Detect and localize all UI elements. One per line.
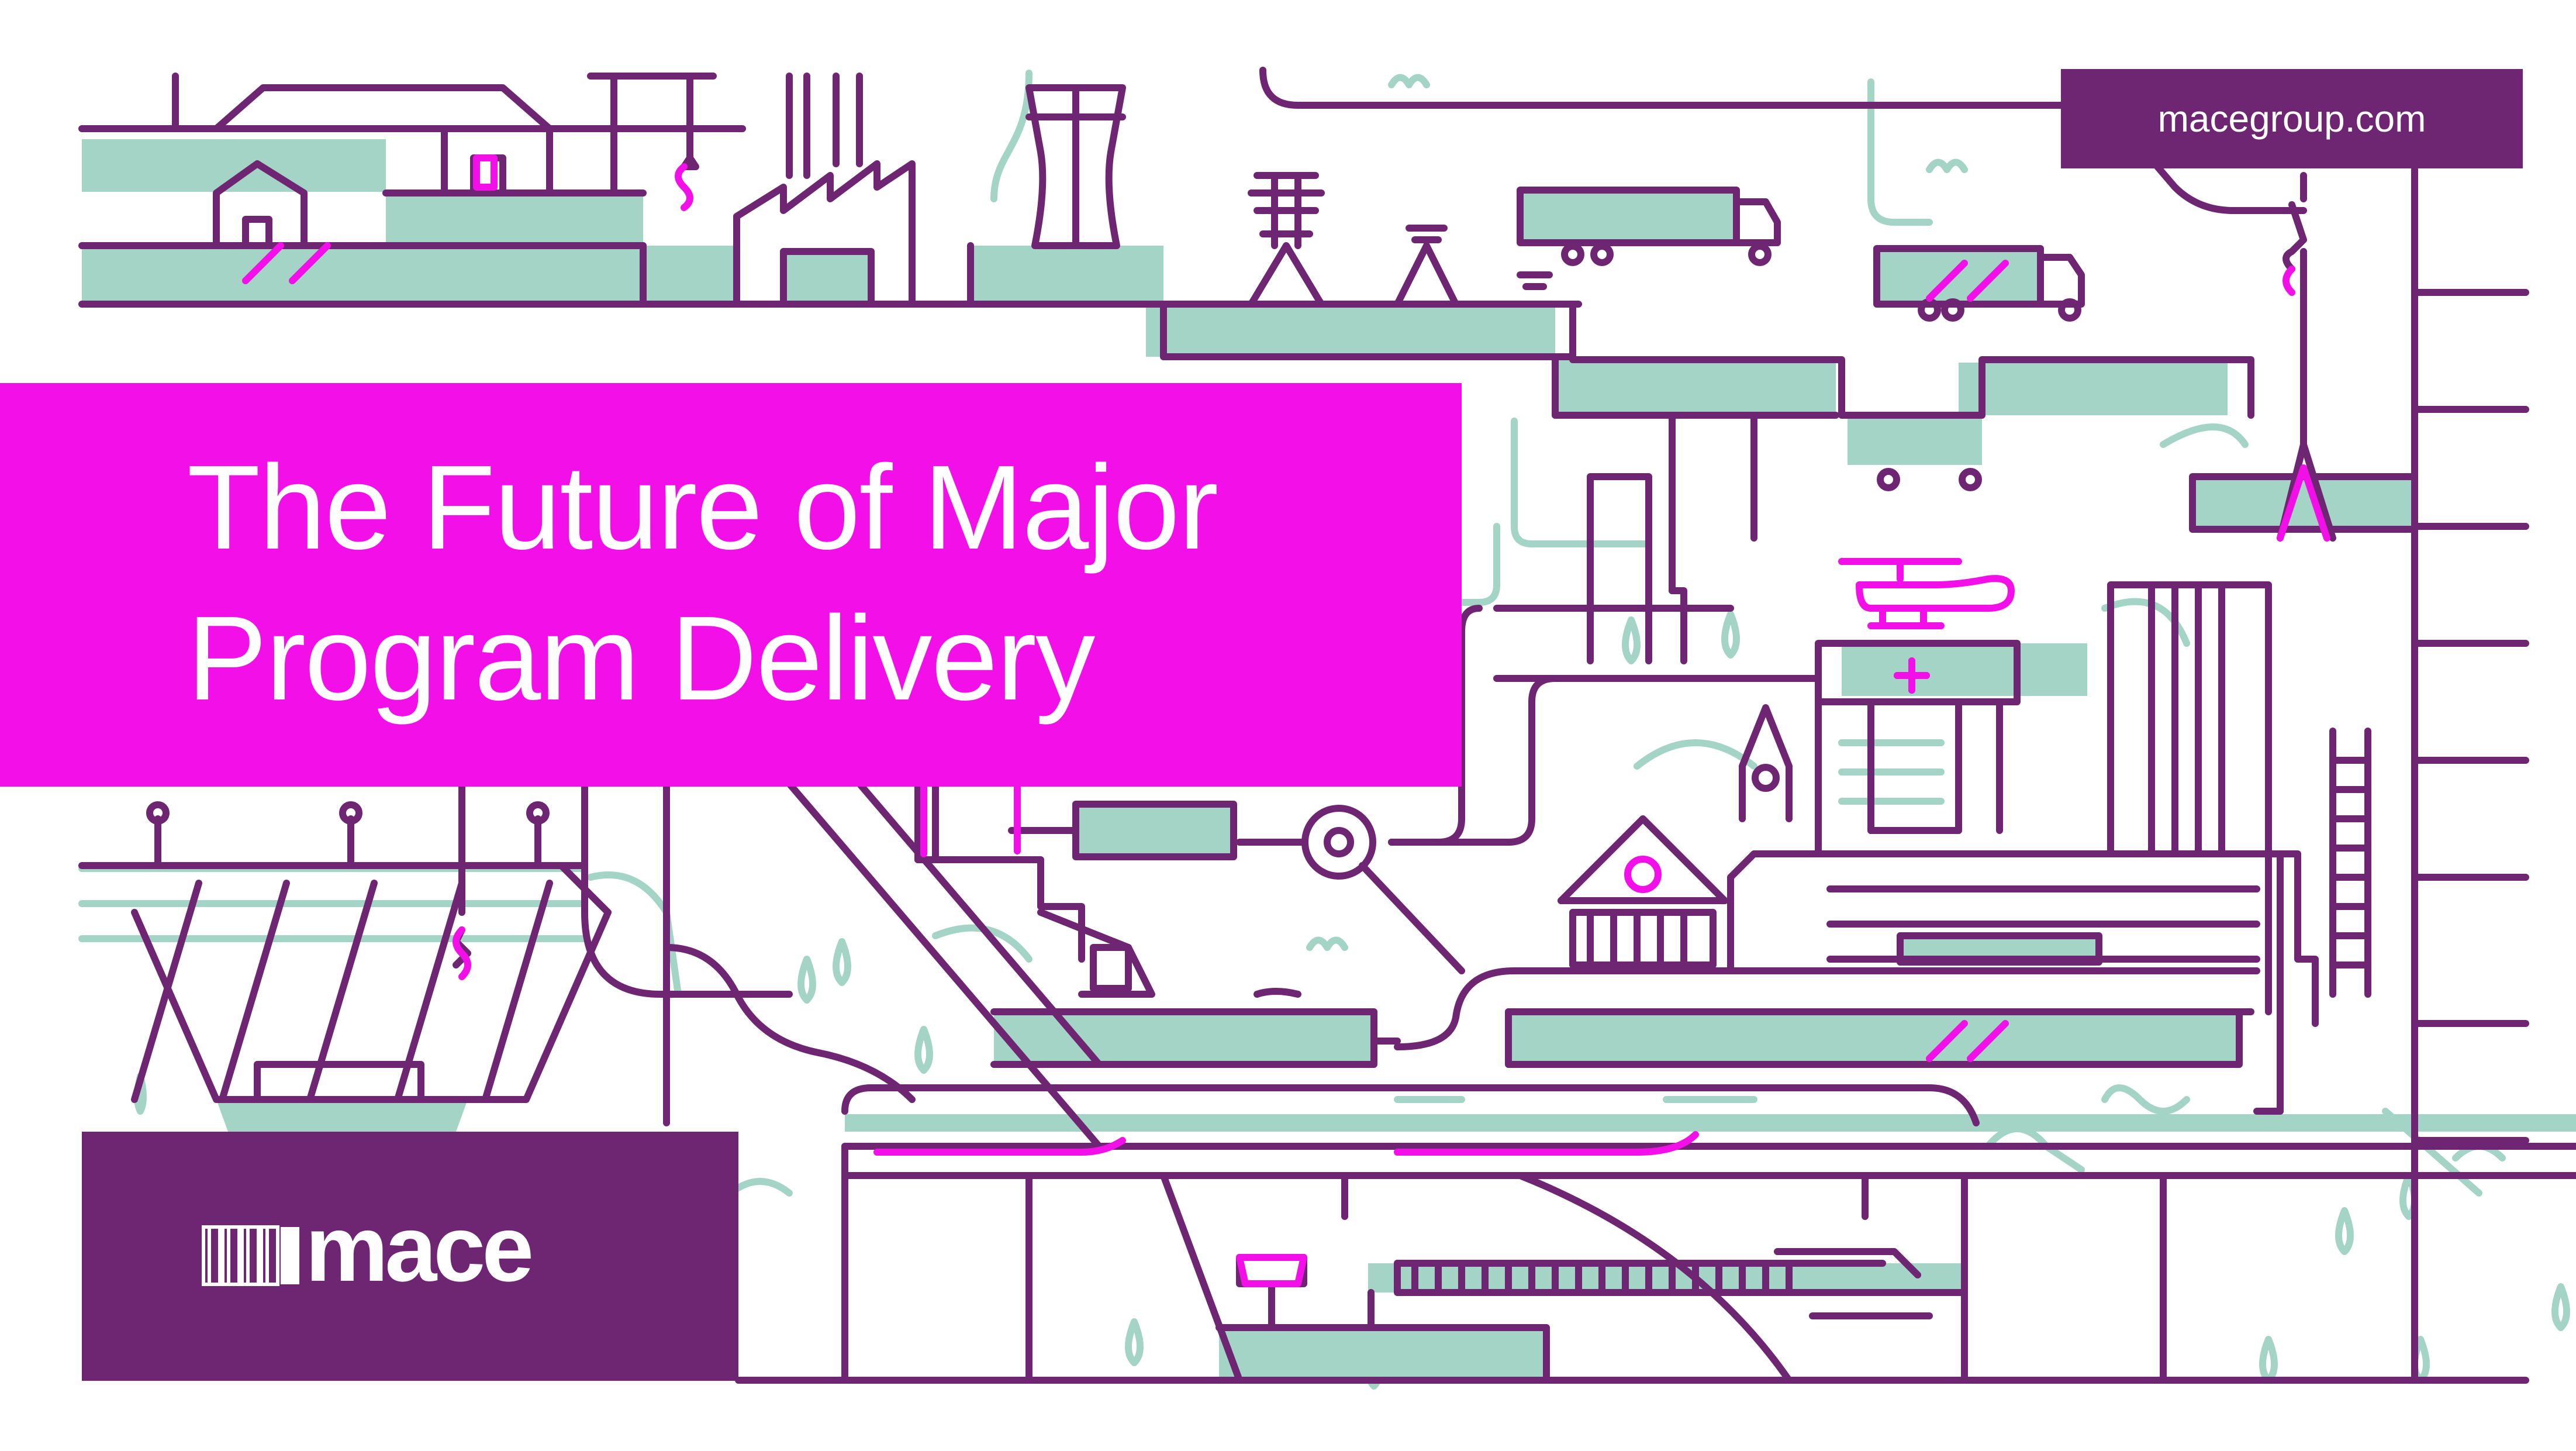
- crane-hook-icon: [453, 926, 471, 980]
- brand-wordmark: mace: [305, 1196, 534, 1301]
- magenta-accents: [242, 242, 2009, 1156]
- title-line-2: Program Delivery: [187, 591, 1095, 725]
- url-link[interactable]: macegroup.com: [2157, 98, 2426, 140]
- title-banner: The Future of Major Program Delivery: [0, 383, 1462, 787]
- crane-hook-icon: [2283, 266, 2295, 296]
- url-badge[interactable]: macegroup.com: [2061, 69, 2523, 168]
- crane-hook-icon: [675, 163, 693, 211]
- door-icon: [473, 154, 498, 191]
- helicopter-icon: [1838, 558, 2015, 629]
- title-line-1: The Future of Major: [187, 440, 1218, 574]
- mint-fills: [82, 139, 2576, 1380]
- hospital-cross-icon: [1894, 657, 1930, 694]
- purple-linework: [78, 67, 2576, 1384]
- crane-sling-icon: [2277, 464, 2330, 542]
- mace-logo-bars-icon: [202, 1225, 299, 1286]
- brand-block: mace: [82, 1132, 738, 1381]
- magenta-details: [453, 154, 2330, 1287]
